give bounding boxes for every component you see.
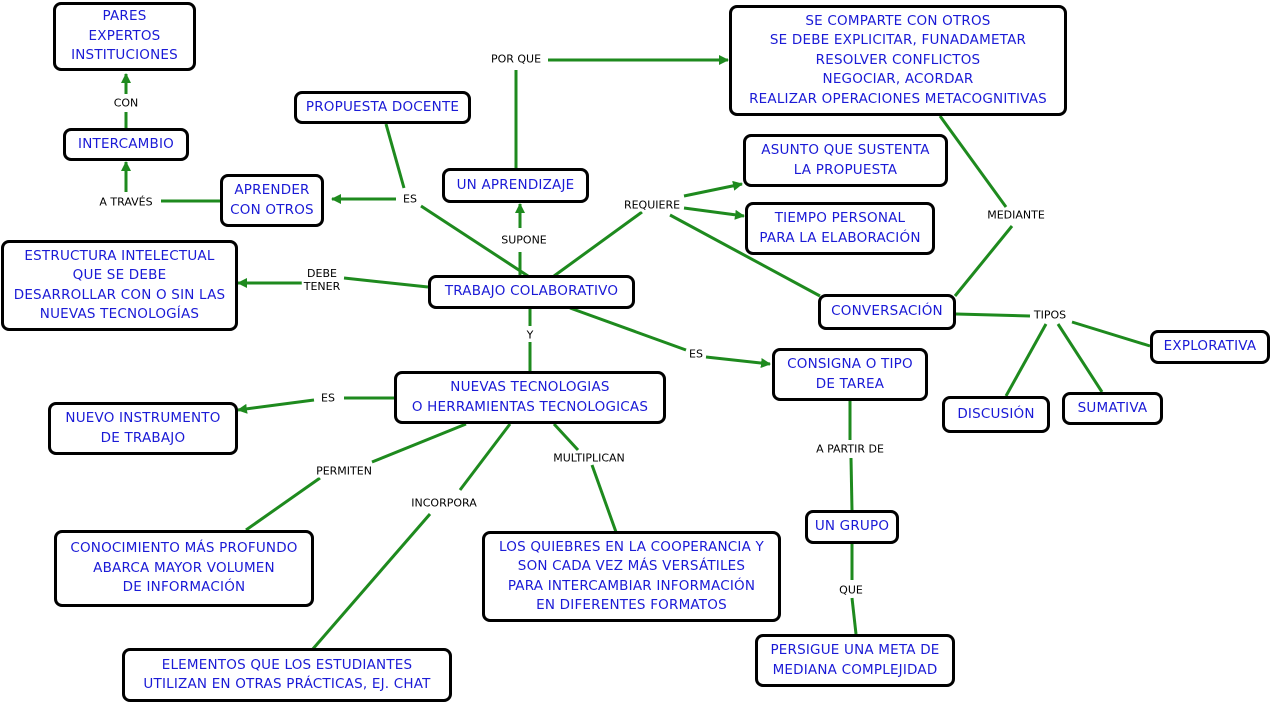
connector-line (458, 423, 512, 491)
node-los-quiebres: LOS QUIEBRES EN LA COOPERANCIA Y SON CAD… (482, 531, 781, 622)
connector-line (343, 276, 429, 289)
connector-arrow (705, 355, 771, 368)
connector-line (310, 513, 432, 651)
node-asunto: ASUNTO QUE SUSTENTA LA PROPUESTA (743, 134, 948, 187)
link-label-con: CON (111, 96, 141, 110)
connector-arrow (683, 206, 745, 220)
node-elementos: ELEMENTOS QUE LOS ESTUDIANTES UTILIZAN E… (122, 648, 452, 702)
connector-arrow (237, 398, 315, 414)
link-label-supone: SUPONE (499, 233, 549, 247)
link-label-debe-tener: DEBE TENER (301, 267, 343, 293)
node-nuevas-tecnologias: NUEVAS TECNOLOGIAS O HERRAMIENTAS TECNOL… (394, 371, 666, 424)
connector-line (420, 204, 529, 278)
link-label-tipos: TIPOS (1031, 308, 1069, 322)
node-un-grupo: UN GRUPO (805, 510, 899, 544)
node-conversacion: CONVERSACIÓN (818, 294, 956, 330)
node-estructura-intelectual: ESTRUCTURA INTELECTUAL QUE SE DEBE DESAR… (1, 240, 238, 331)
node-conocimiento: CONOCIMIENTO MÁS PROFUNDO ABARCA MAYOR V… (54, 530, 314, 607)
connector-line (1056, 323, 1104, 393)
connector-line (553, 210, 643, 278)
connector-line (1071, 320, 1151, 348)
connector-line (371, 422, 467, 464)
node-trabajo-colaborativo: TRABAJO COLABORATIVO (428, 275, 635, 309)
connector-line (849, 457, 854, 511)
node-propuesta-docente: PROPUESTA DOCENTE (294, 91, 471, 124)
connector-line (955, 312, 1031, 318)
link-label-multiplican: MULTIPLICAN (551, 451, 627, 465)
node-persigue-meta: PERSIGUE UNA META DE MEDIANA COMPLEJIDAD (755, 634, 955, 687)
link-label-a-partir-de: A PARTIR DE (814, 442, 886, 456)
node-tiempo-personal: TIEMPO PERSONAL PARA LA ELABORACIÓN (745, 202, 935, 255)
connector-line (245, 476, 321, 532)
node-intercambio: INTERCAMBIO (63, 128, 189, 161)
link-label-a-traves: A TRAVÉS (97, 195, 155, 209)
link-label-es-top: ES (401, 192, 419, 206)
link-label-incorpora: INCORPORA (409, 496, 479, 510)
node-un-aprendizaje: UN APRENDIZAJE (442, 168, 589, 203)
connector-line (850, 597, 858, 635)
link-label-requiere: REQUIERE (621, 198, 683, 212)
link-label-mediante: MEDIANTE (985, 208, 1047, 222)
connector-line (384, 123, 406, 189)
link-label-por-que: POR QUE (488, 52, 544, 66)
node-se-comparte: SE COMPARTE CON OTROS SE DEBE EXPLICITAR… (729, 5, 1067, 116)
link-label-es-left: ES (319, 391, 337, 405)
connector-line (669, 213, 821, 298)
connector-line (569, 306, 687, 352)
link-label-permiten: PERMITEN (314, 464, 374, 478)
connector-line (953, 225, 1014, 297)
link-label-y: Y (524, 328, 536, 342)
node-pares-expertos: PARES EXPERTOS INSTITUCIONES (53, 2, 196, 71)
link-label-es-right: ES (687, 347, 705, 361)
node-discusion: DISCUSIÓN (942, 396, 1050, 433)
node-consigna: CONSIGNA O TIPO DE TAREA (772, 348, 928, 401)
node-aprender-con-otros: APRENDER CON OTROS (220, 174, 324, 227)
connector-line (938, 115, 1008, 208)
connector-line (552, 422, 580, 452)
connector-line (1004, 323, 1048, 397)
node-sumativa: SUMATIVA (1062, 392, 1163, 425)
connector-line (590, 464, 618, 533)
node-explorativa: EXPLORATIVA (1150, 330, 1270, 364)
connector-arrow (683, 180, 743, 198)
link-label-que: QUE (837, 583, 865, 597)
node-nuevo-instrumento: NUEVO INSTRUMENTO DE TRABAJO (48, 402, 238, 455)
